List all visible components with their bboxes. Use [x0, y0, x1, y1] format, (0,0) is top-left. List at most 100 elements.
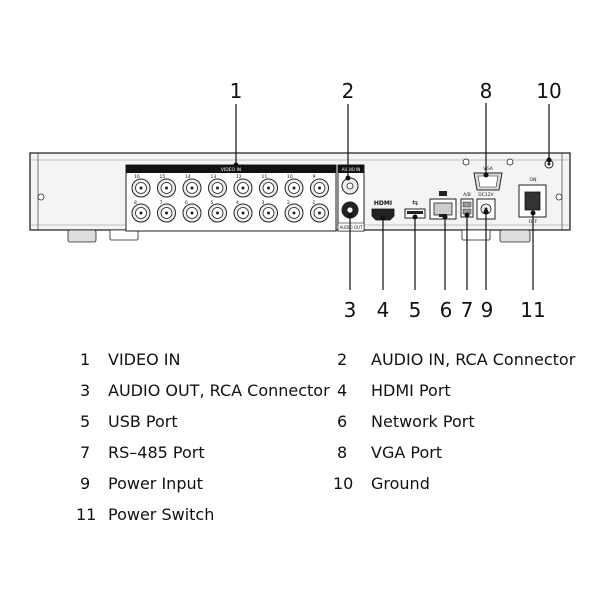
- switch-on-label: ON: [530, 177, 537, 183]
- channel-number-label: 16: [134, 174, 140, 180]
- audio-out-label: AUDIO OUT: [340, 225, 363, 230]
- audio-block: AUDIO IN AUDIO OUT: [337, 164, 365, 232]
- ground-terminal[interactable]: [544, 159, 554, 169]
- hdmi-port[interactable]: HDMI: [371, 200, 395, 221]
- legend-text: AUDIO IN, RCA Connector: [371, 350, 576, 369]
- hdmi-label: HDMI: [374, 200, 392, 207]
- rs485-label: A/B: [463, 192, 471, 198]
- screw-icon: [37, 193, 45, 201]
- bnc-video-input-port[interactable]: 16: [131, 174, 151, 198]
- bnc-video-input-port[interactable]: 1: [310, 200, 329, 223]
- channel-number-label: 5: [211, 200, 214, 206]
- legend-number: 8: [337, 443, 348, 462]
- legend-number: 3: [80, 381, 91, 400]
- bnc-video-input-port[interactable]: 12: [233, 174, 253, 198]
- video-in-label: VIDEO IN: [221, 167, 241, 173]
- bnc-video-input-port[interactable]: 11: [259, 174, 278, 198]
- channel-number-label: 9: [313, 174, 316, 180]
- legend-number: 6: [337, 412, 348, 431]
- legend-number: 9: [80, 474, 91, 493]
- bnc-video-input-port[interactable]: 4: [233, 200, 253, 223]
- screw-icon: [462, 158, 470, 166]
- channel-number-label: 3: [262, 200, 265, 206]
- callout-8: 8: [480, 79, 493, 103]
- channel-number-label: 11: [262, 174, 268, 180]
- channel-number-label: 4: [236, 200, 239, 206]
- callout-3: 3: [344, 298, 357, 322]
- bnc-video-input-port[interactable]: 7: [157, 200, 176, 223]
- legend-text: Power Switch: [108, 505, 215, 524]
- callout-9: 9: [481, 298, 494, 322]
- legend-number: 10: [333, 474, 354, 493]
- legend-text: VIDEO IN: [108, 350, 181, 369]
- legend-text: HDMI Port: [371, 381, 451, 400]
- bnc-video-input-port[interactable]: 10: [284, 174, 304, 198]
- legend-text: RS–485 Port: [108, 443, 205, 462]
- foot: [499, 229, 531, 243]
- legend-text: USB Port: [108, 412, 178, 431]
- channel-number-label: 6: [185, 200, 188, 206]
- legend-row: 9 Power Input 10 Ground: [0, 470, 600, 498]
- bnc-video-input-port[interactable]: 2: [284, 200, 304, 223]
- legend-row: 11 Power Switch: [0, 501, 600, 529]
- leader-lines: [233, 103, 552, 290]
- legend-number: 7: [80, 443, 91, 462]
- legend: 1 VIDEO IN 2 AUDIO IN, RCA Connector 3 A…: [0, 342, 600, 532]
- callout-4: 4: [377, 298, 390, 322]
- foot: [461, 229, 491, 241]
- network-icon: [439, 191, 447, 196]
- legend-number: 11: [76, 505, 97, 524]
- channel-number-label: 13: [211, 174, 217, 180]
- channel-number-label: 15: [160, 174, 166, 180]
- bnc-video-input-port[interactable]: 8: [131, 200, 151, 223]
- legend-number: 4: [337, 381, 348, 400]
- callout-11: 11: [520, 298, 545, 322]
- bnc-top-row: 16 15 14 13 12 11 10 9: [131, 174, 329, 198]
- bnc-video-input-port[interactable]: 14: [182, 174, 202, 198]
- bnc-video-input-port[interactable]: 3: [259, 200, 278, 223]
- bnc-video-input-port[interactable]: 15: [157, 174, 176, 198]
- legend-text: Ground: [371, 474, 430, 493]
- legend-number: 5: [80, 412, 91, 431]
- rs485-port[interactable]: A/B: [460, 192, 474, 218]
- foot: [67, 229, 97, 243]
- channel-number-label: 10: [287, 174, 293, 180]
- foot: [109, 229, 139, 241]
- dc-label: DC12V: [478, 192, 494, 198]
- callout-10: 10: [536, 79, 561, 103]
- channel-number-label: 14: [185, 174, 191, 180]
- callout-6: 6: [440, 298, 453, 322]
- legend-number: 2: [337, 350, 348, 369]
- legend-text: AUDIO OUT, RCA Connector: [108, 381, 330, 400]
- usb-icon: ⇆: [412, 199, 418, 207]
- vga-label: VGA: [483, 166, 494, 172]
- bnc-bottom-row: 8 7 6 5 4 3 2 1: [131, 200, 329, 223]
- channel-number-label: 2: [287, 200, 290, 206]
- legend-row: 5 USB Port 6 Network Port: [0, 408, 600, 436]
- callout-1: 1: [230, 79, 243, 103]
- screw-icon: [555, 193, 563, 201]
- legend-row: 3 AUDIO OUT, RCA Connector 4 HDMI Port: [0, 377, 600, 405]
- bnc-video-input-port[interactable]: 13: [208, 174, 227, 198]
- callout-2: 2: [342, 79, 355, 103]
- channel-number-label: 1: [313, 200, 316, 206]
- bnc-video-input-port[interactable]: 9: [310, 174, 329, 198]
- bnc-video-input-port[interactable]: 6: [182, 200, 202, 223]
- legend-text: Power Input: [108, 474, 203, 493]
- callout-5: 5: [409, 298, 422, 322]
- channel-number-label: 7: [160, 200, 163, 206]
- legend-number: 1: [80, 350, 91, 369]
- bnc-video-input-port[interactable]: 5: [208, 200, 227, 223]
- callout-7: 7: [461, 298, 474, 322]
- channel-number-label: 8: [134, 200, 137, 206]
- channel-number-label: 12: [236, 174, 242, 180]
- legend-text: Network Port: [371, 412, 475, 431]
- video-in-block: VIDEO IN 16 15 14 13 12 11 10 9 8 7 6 5 4 3 2 1: [125, 164, 337, 232]
- vga-port[interactable]: VGA: [473, 166, 503, 191]
- legend-row: 7 RS–485 Port 8 VGA Port: [0, 439, 600, 467]
- legend-text: VGA Port: [371, 443, 443, 462]
- screw-icon: [506, 158, 514, 166]
- legend-row: 1 VIDEO IN 2 AUDIO IN, RCA Connector: [0, 346, 600, 374]
- audio-in-label: AUDIO IN: [342, 167, 361, 172]
